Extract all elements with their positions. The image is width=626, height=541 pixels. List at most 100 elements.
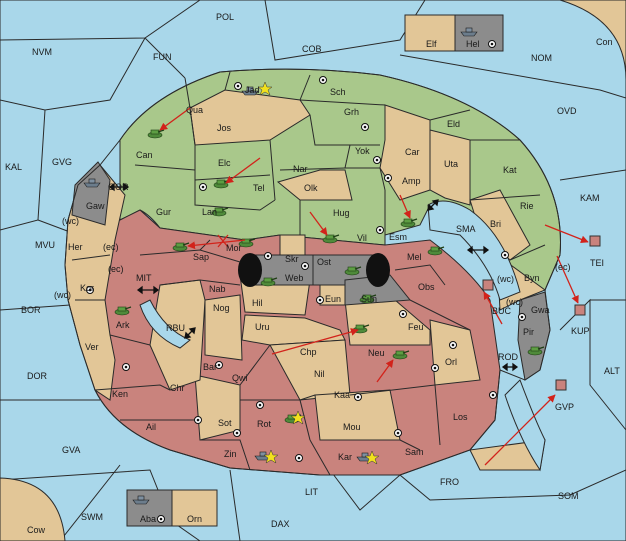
label-rie: Rie — [520, 201, 534, 211]
label-can: Can — [136, 150, 153, 160]
label-lan: Lan — [202, 207, 217, 217]
coast-note: (ec) — [108, 264, 124, 274]
label-vil: Vil — [357, 233, 367, 243]
island-orn[interactable] — [171, 489, 218, 527]
label-rot: Rot — [257, 419, 272, 429]
sea-label-som: SOM — [558, 491, 579, 501]
label-kar: Kar — [338, 452, 352, 462]
label-hel: Hel — [466, 39, 480, 49]
label-mel: Mel — [407, 252, 422, 262]
sea-label-fro: FRO — [440, 477, 459, 487]
island-labels: Con Cow Elf Hel Aba Orn TEI KUP BUC GVP … — [27, 37, 613, 535]
sea-label-dor: DOR — [27, 371, 48, 381]
star-markers — [257, 81, 380, 465]
island-elf[interactable] — [404, 14, 456, 52]
label-skr: Skr — [285, 254, 299, 264]
label-sot: Sot — [218, 418, 232, 428]
label-sun: Sun — [361, 294, 377, 304]
unit-box-kup — [574, 304, 586, 316]
label-ver: Ver — [85, 342, 99, 352]
label-chr: Chr — [170, 383, 185, 393]
label-orl: Orl — [445, 357, 457, 367]
sea-label-nom: NOM — [531, 53, 552, 63]
label-con: Con — [596, 37, 613, 47]
label-bri: Bri — [490, 219, 501, 229]
label-olk: Olk — [304, 183, 318, 193]
coast-note: (wc) — [497, 274, 514, 284]
unit-box-tei — [589, 235, 601, 247]
label-nar: Nar — [293, 164, 308, 174]
sea-label-gor: GOR — [108, 182, 129, 192]
sea-label-bor: BOR — [21, 305, 41, 315]
sea-label-gvg: GVG — [52, 157, 72, 167]
label-gwa: Gwa — [531, 305, 550, 315]
label-pir: Pir — [523, 327, 534, 337]
province-olk[interactable] — [276, 169, 353, 201]
label-ken: Ken — [112, 389, 128, 399]
coast-note: (wc) — [506, 297, 523, 307]
coast-note: (wc) — [54, 290, 71, 300]
label-jos: Jos — [217, 123, 232, 133]
label-hil: Hil — [252, 298, 263, 308]
label-web: Web — [285, 273, 303, 283]
province-sot[interactable] — [194, 374, 241, 441]
label-tel: Tel — [253, 183, 265, 193]
sea-label-kam: KAM — [580, 193, 600, 203]
sea-label-swm: SWM — [81, 512, 103, 522]
label-kat: Kat — [503, 165, 517, 175]
label-feu: Feu — [408, 322, 424, 332]
label-qwi: Qwi — [232, 373, 248, 383]
province-uta[interactable] — [429, 129, 471, 206]
green-borders — [134, 71, 546, 261]
sea-label-pol: POL — [216, 12, 234, 22]
sea-labels: POL NVM FUN COB NOM OVD KAL GVG KAM MVU … — [5, 12, 620, 529]
supply-centers — [86, 40, 526, 523]
label-tei: TEI — [590, 258, 604, 268]
unit-box-gvp — [555, 379, 567, 391]
label-yok: Yok — [355, 146, 370, 156]
order-arrows — [159, 107, 589, 466]
province-nog[interactable] — [204, 294, 243, 361]
sea-label-fun: FUN — [153, 52, 172, 62]
label-nog: Nog — [213, 303, 230, 313]
label-uta: Uta — [444, 159, 458, 169]
green-province-labels: Jad Sch Qua Jos Grh Eld Can Elc Nar Yok … — [136, 85, 540, 283]
coast-annotations: (wc) (ec) (ec) (wc) (wc) (wc) (ec) — [54, 216, 571, 307]
red-borders — [71, 239, 471, 476]
label-bar: Bar — [203, 362, 217, 372]
label-sch: Sch — [330, 87, 346, 97]
continent-outline — [64, 68, 561, 476]
tunnel-east-end — [366, 253, 390, 287]
label-grh: Grh — [344, 107, 359, 117]
south-province-labels: Her Kor Sap Mor Skr Ost Web Mel Nab Obs … — [68, 242, 550, 462]
label-mou: Mou — [343, 422, 361, 432]
label-los: Los — [453, 412, 468, 422]
label-nab: Nab — [209, 284, 226, 294]
label-uru: Uru — [255, 322, 270, 332]
label-eld: Eld — [447, 119, 460, 129]
sea-label-sma: SMA — [456, 224, 476, 234]
sea-label-lit: LIT — [305, 487, 319, 497]
sea-label-dax: DAX — [271, 519, 290, 529]
crossing-arrows — [108, 182, 519, 372]
sea-label-cob: COB — [302, 44, 322, 54]
coast-note: (ec) — [103, 242, 119, 252]
sea-label-alt: ALT — [604, 366, 620, 376]
label-her: Her — [68, 242, 83, 252]
label-sam: Sam — [405, 447, 424, 457]
label-byn: Byn — [524, 273, 540, 283]
label-eun: Eun — [325, 294, 341, 304]
province-orl[interactable] — [429, 319, 481, 386]
label-nil: Nil — [314, 369, 325, 379]
label-esm: Esm — [389, 232, 407, 242]
sea-label-rbu: RBU — [166, 323, 185, 333]
sea-label-mvu: MVU — [35, 240, 55, 250]
sea-label-gva: GVA — [62, 445, 80, 455]
label-mor: Mor — [226, 243, 242, 253]
sea-label-rod: ROD — [498, 352, 519, 362]
island-gaw[interactable] — [71, 161, 111, 226]
label-qua: Qua — [186, 105, 203, 115]
label-neu: Neu — [368, 348, 385, 358]
label-hug: Hug — [333, 208, 350, 218]
label-elf: Elf — [426, 39, 437, 49]
